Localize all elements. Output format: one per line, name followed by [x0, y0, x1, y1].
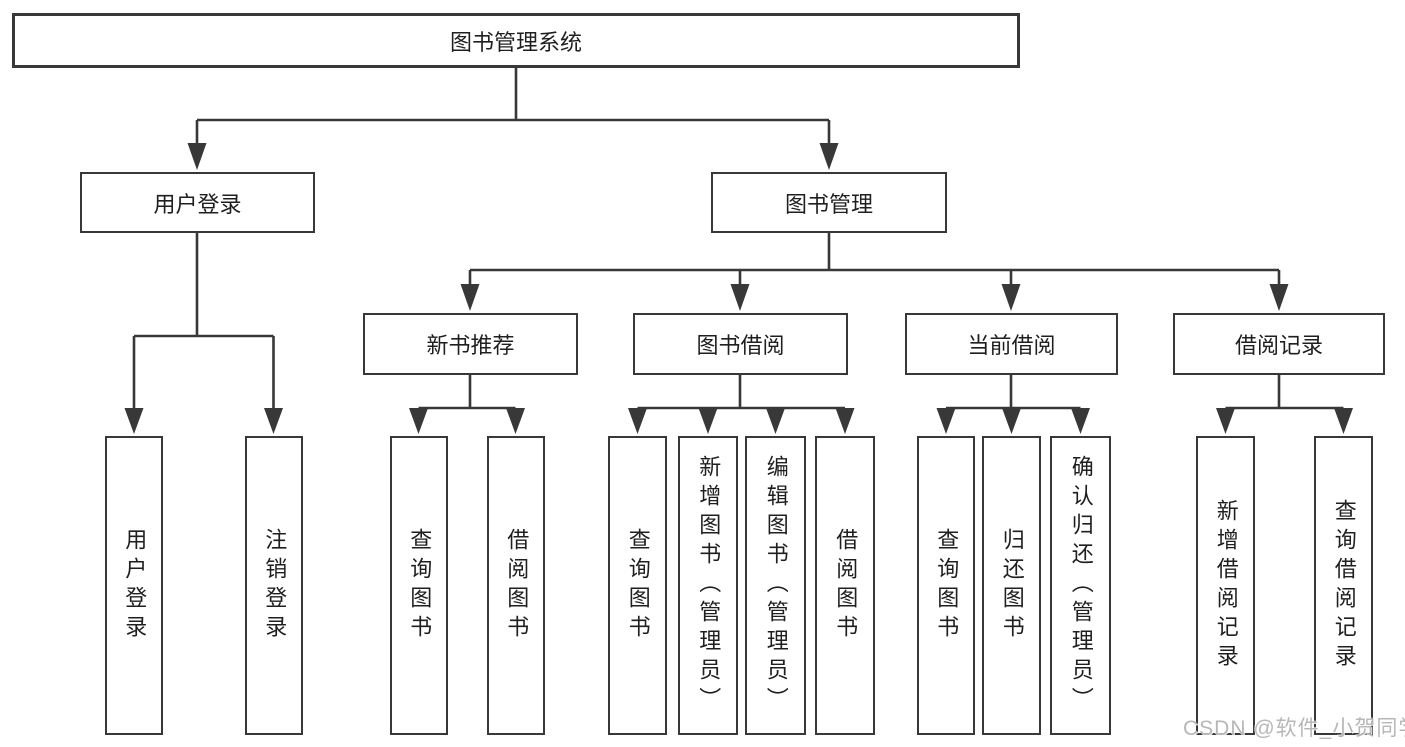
- arrowhead-leaf-logout: [264, 408, 283, 434]
- node-label: 确认归还（管理员）: [1068, 455, 1094, 716]
- connector-currentborrow-to-leaves: [944, 375, 1082, 412]
- arrowhead-leaf-bb-add: [698, 408, 718, 434]
- node-label: 编辑图书（管理员）: [763, 455, 789, 716]
- node-library-management-system: 图书管理系统: [12, 13, 1020, 68]
- node-label: 图书管理: [784, 191, 873, 217]
- leaf-cb-query-books: 查询图书: [917, 436, 975, 735]
- arrowhead-new-book-recommendation: [460, 284, 480, 311]
- arrowhead-leaf-rec-add: [1216, 408, 1235, 434]
- node-label: 借阅记录: [1234, 333, 1323, 358]
- csdn-watermark: CSDN @软件_小贺同学: [1183, 717, 1405, 740]
- arrowhead-user-login: [187, 143, 207, 170]
- connector-newbook-to-leaves: [417, 375, 517, 412]
- leaf-newrec-query-books: 查询图书: [390, 436, 448, 735]
- leaf-newrec-borrow-books: 借阅图书: [487, 436, 545, 735]
- arrowhead-book-management: [819, 143, 839, 170]
- arrowhead-leaf-newrec-borrow: [506, 408, 525, 434]
- node-current-borrowing: 当前借阅: [905, 313, 1118, 375]
- node-label: 查询借阅记录: [1331, 498, 1357, 673]
- arrowhead-borrowing-records: [1269, 284, 1289, 311]
- leaf-bb-borrow-books: 借阅图书: [815, 436, 875, 735]
- arrowhead-leaf-user-login: [124, 408, 144, 434]
- node-label: 图书管理系统: [449, 29, 582, 55]
- node-label: 查询图书: [625, 527, 651, 644]
- arrowhead-leaf-bb-borrow: [835, 408, 855, 434]
- node-label: 借阅图书: [833, 527, 859, 644]
- connector-bookmgmt-to-level3: [468, 233, 1281, 286]
- leaf-bb-query-books: 查询图书: [608, 436, 667, 735]
- arrowhead-leaf-bb-query: [628, 408, 647, 434]
- node-label: 当前借阅: [967, 333, 1056, 358]
- connector-userlogin-to-leaves: [132, 233, 275, 410]
- connector-root-to-level2: [195, 68, 831, 145]
- leaf-records-add-borrow-record: 新增借阅记录: [1196, 436, 1255, 735]
- leaf-records-query-borrow-record: 查询借阅记录: [1314, 436, 1373, 735]
- node-label: 查询图书: [934, 527, 960, 644]
- node-label: 查询图书: [407, 527, 433, 644]
- arrowhead-leaf-cb-query: [936, 408, 956, 434]
- leaf-logout: 注销登录: [245, 436, 303, 735]
- node-new-book-recommendation: 新书推荐: [363, 313, 578, 375]
- arrowhead-leaf-newrec-query: [409, 408, 428, 434]
- node-label: 用户登录: [122, 527, 148, 644]
- node-label: 注销登录: [262, 527, 288, 644]
- node-label: 用户登录: [153, 191, 242, 217]
- arrowhead-current-borrowing: [1001, 284, 1021, 311]
- connector-bookborrow-to-leaves: [636, 375, 847, 412]
- connector-records-to-leaves: [1224, 375, 1345, 412]
- node-book-borrowing: 图书借阅: [633, 313, 848, 375]
- node-label: 图书借阅: [696, 333, 785, 358]
- node-label: 新增借阅记录: [1213, 498, 1239, 673]
- node-borrowing-records: 借阅记录: [1173, 313, 1385, 375]
- node-label: 借阅图书: [504, 527, 530, 644]
- leaf-cb-confirm-return-admin: 确认归还（管理员）: [1050, 436, 1111, 735]
- node-label: 新增图书（管理员）: [696, 455, 722, 716]
- leaf-cb-return-books: 归还图书: [982, 436, 1041, 735]
- node-label: 新书推荐: [426, 333, 515, 358]
- node-label: 归还图书: [999, 527, 1025, 644]
- leaf-user-login: 用户登录: [105, 436, 163, 735]
- arrowhead-leaf-cb-confirm: [1071, 408, 1090, 434]
- node-user-login: 用户登录: [80, 172, 315, 233]
- leaf-bb-edit-books-admin: 编辑图书（管理员）: [745, 436, 806, 735]
- node-book-management: 图书管理: [711, 172, 947, 233]
- arrowhead-leaf-cb-return: [1002, 408, 1021, 434]
- arrowhead-book-borrowing: [730, 284, 750, 311]
- arrowhead-leaf-bb-edit: [766, 408, 785, 434]
- leaf-bb-add-books-admin: 新增图书（管理员）: [678, 436, 738, 735]
- arrowhead-leaf-rec-query: [1334, 408, 1353, 434]
